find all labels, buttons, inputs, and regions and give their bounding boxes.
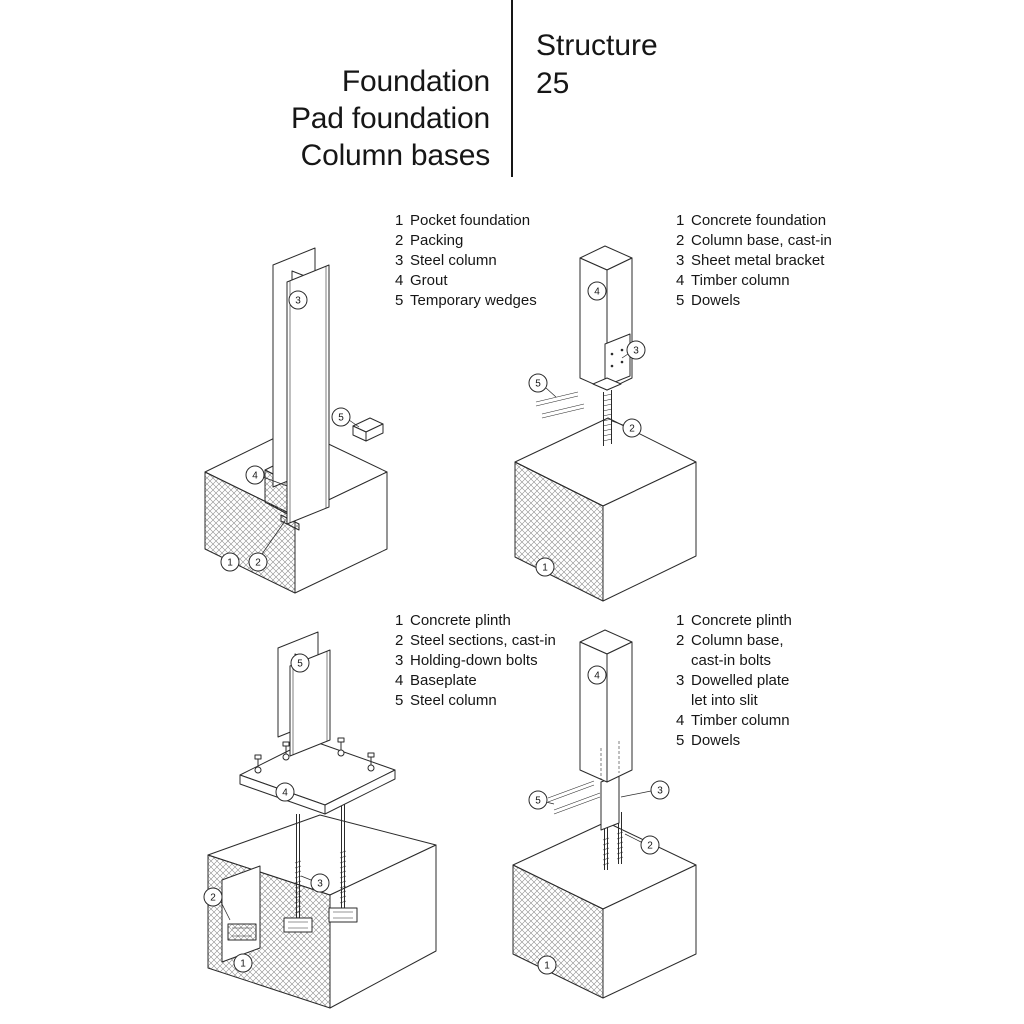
callout-5: 5	[290, 653, 310, 673]
svg-text:1: 1	[227, 558, 233, 569]
callout-3: 3	[310, 873, 330, 893]
svg-text:2: 2	[255, 558, 261, 569]
dowels	[535, 391, 585, 419]
svg-text:5: 5	[535, 379, 541, 390]
callout-4: 4	[245, 465, 265, 485]
baseplate	[239, 739, 396, 815]
callout-3: 3	[288, 290, 308, 310]
svg-text:3: 3	[633, 346, 639, 357]
callout-3: 3	[650, 780, 670, 800]
figure-dowelled-plate-drawing: 4 3 5 2 1	[512, 629, 697, 999]
svg-text:4: 4	[594, 287, 600, 298]
timber-column	[579, 629, 633, 783]
svg-text:1: 1	[544, 961, 550, 972]
dowelled-plate	[600, 774, 620, 831]
callout-2: 2	[248, 552, 268, 572]
callout-5: 5	[528, 790, 548, 810]
section-label: Structure	[536, 29, 658, 62]
figure-cast-in-base-drawing: 4 3 5 2 1	[514, 245, 697, 602]
callout-4: 4	[587, 665, 607, 685]
callout-5: 5	[331, 407, 351, 427]
callout-5: 5	[528, 373, 548, 393]
page-title: Foundation Pad foundation Column bases	[150, 63, 490, 174]
title-line-1: Foundation	[341, 65, 490, 98]
callout-1: 1	[535, 557, 555, 577]
leader-lines	[545, 353, 629, 426]
title-line-3: Column bases	[300, 139, 491, 172]
section-header: Structure 25	[536, 27, 658, 103]
sheet-metal-bracket	[592, 333, 631, 391]
header-divider-line	[511, 0, 513, 177]
figure-baseplate-drawing: 5 4 3 2 1	[203, 631, 437, 1009]
callout-2: 2	[622, 418, 642, 438]
callout-1: 1	[233, 953, 253, 973]
svg-text:2: 2	[629, 424, 635, 435]
svg-text:5: 5	[297, 659, 303, 670]
callout-4: 4	[275, 782, 295, 802]
svg-text:3: 3	[317, 879, 323, 890]
leader-lines	[261, 419, 360, 555]
cast-in-pocket	[221, 865, 261, 963]
holding-down-bolt-right	[328, 804, 358, 923]
svg-text:2: 2	[647, 841, 653, 852]
callout-4: 4	[587, 281, 607, 301]
baseplate-bolts	[254, 737, 375, 774]
leader-lines	[545, 790, 652, 843]
svg-text:4: 4	[252, 471, 258, 482]
temporary-wedge-block	[352, 417, 384, 442]
title-line-2: Pad foundation	[290, 102, 490, 135]
svg-text:5: 5	[535, 796, 541, 807]
leader-lines	[220, 875, 312, 921]
steel-column	[277, 631, 331, 757]
callout-1: 1	[537, 955, 557, 975]
svg-text:3: 3	[295, 296, 301, 307]
figure-pocket-foundation-drawing: 3 5 4 1 2	[204, 247, 388, 594]
svg-text:2: 2	[210, 893, 216, 904]
svg-text:1: 1	[240, 959, 246, 970]
callout-2: 2	[203, 887, 223, 907]
callout-2: 2	[640, 835, 660, 855]
callout-1: 1	[220, 552, 240, 572]
dowels	[547, 780, 601, 815]
svg-text:3: 3	[657, 786, 663, 797]
callout-3: 3	[626, 340, 646, 360]
page-number: 25	[536, 67, 570, 100]
threaded-anchor-rod	[602, 390, 613, 446]
holding-down-bolt-left	[283, 814, 313, 933]
svg-text:1: 1	[542, 563, 548, 574]
svg-text:5: 5	[338, 413, 344, 424]
svg-text:4: 4	[594, 671, 600, 682]
svg-text:4: 4	[282, 788, 288, 799]
steel-column	[272, 247, 330, 525]
